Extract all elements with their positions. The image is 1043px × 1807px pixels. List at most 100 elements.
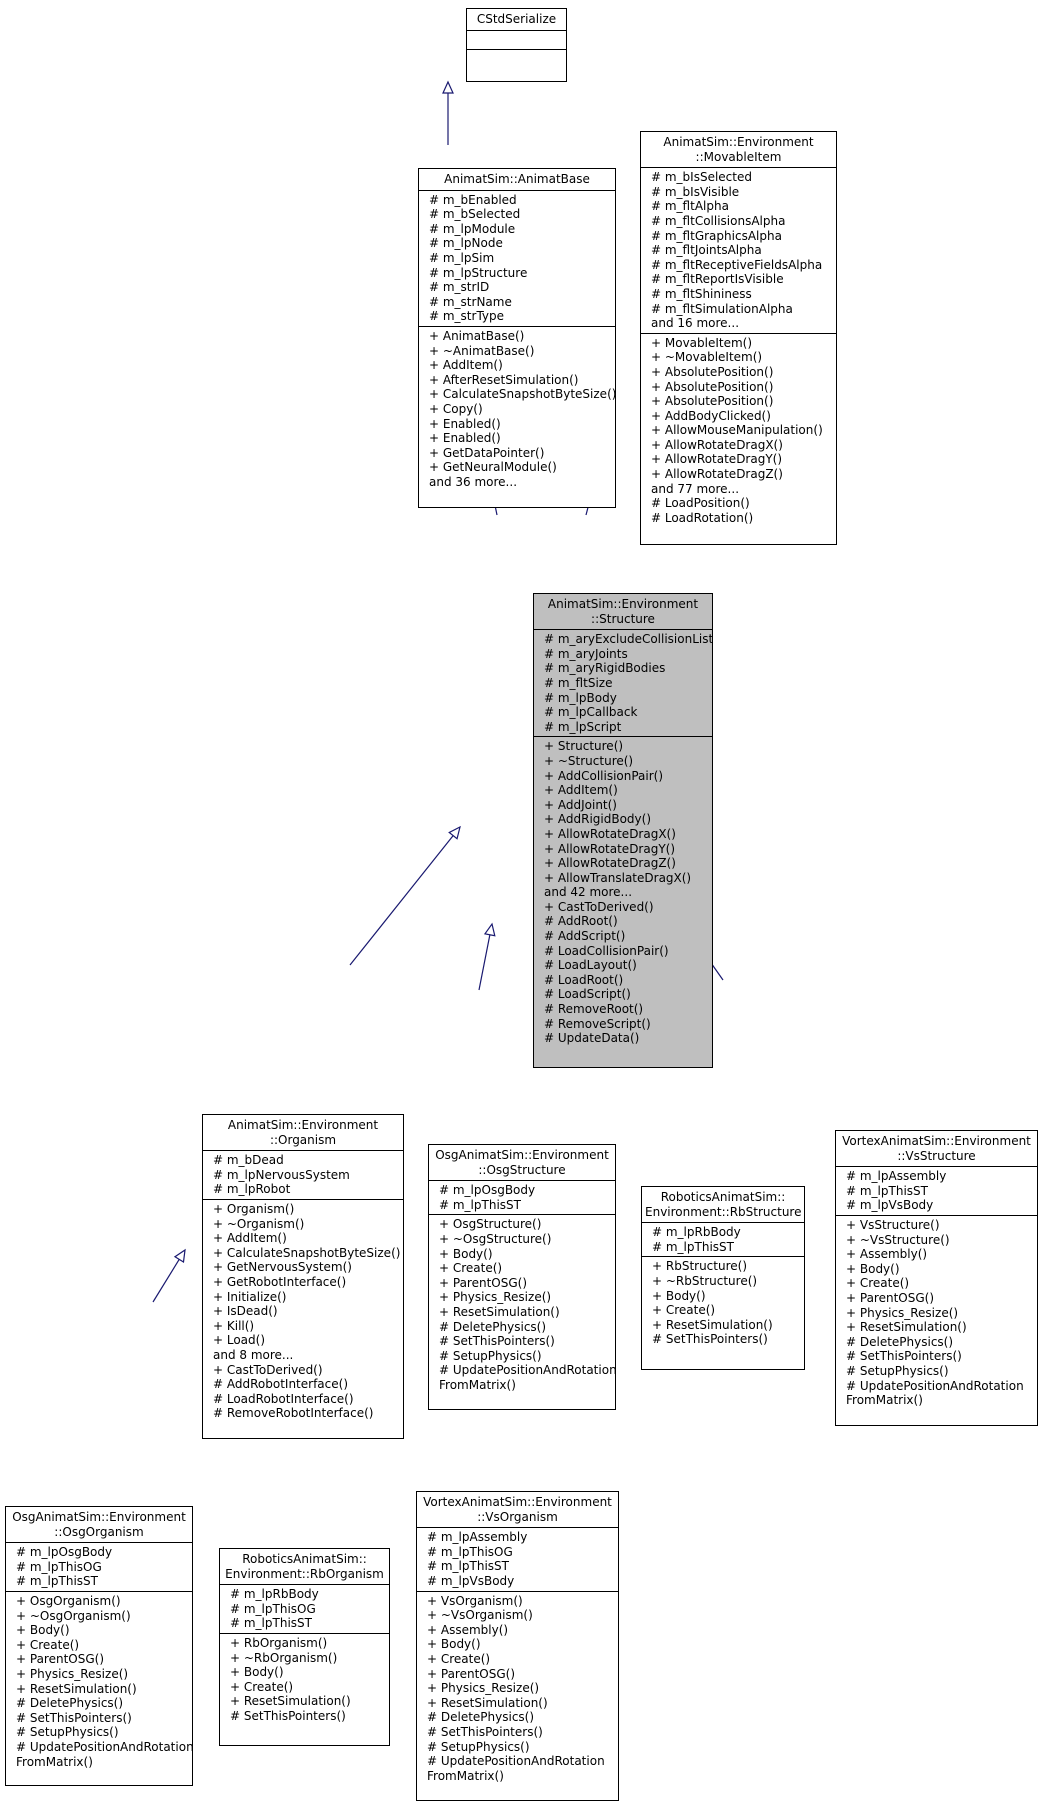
class-title: AnimatSim::Environment ::Structure — [534, 594, 712, 631]
member-attribute: # m_lpNode — [429, 236, 503, 251]
class-box-vsorganism[interactable]: VortexAnimatSim::Environment ::VsOrganis… — [416, 1491, 619, 1801]
member-method: and 36 more... — [429, 474, 518, 489]
member-method: + Assembly() — [427, 1622, 509, 1637]
class-title: RoboticsAnimatSim:: Environment::RbStruc… — [642, 1187, 804, 1224]
member-attribute: # m_fltReportIsVisible — [651, 272, 784, 287]
member-method: + AllowRotateDragX() — [651, 437, 783, 452]
member-method: + ~VsOrganism() — [427, 1608, 533, 1623]
member-method: + AllowRotateDragZ() — [651, 467, 783, 482]
member-attribute: # m_lpVsBody — [846, 1198, 934, 1213]
methods-section: + Structure()+ ~Structure()+ AddCollisio… — [534, 737, 712, 1047]
class-box-osgstructure[interactable]: OsgAnimatSim::Environment ::OsgStructure… — [428, 1144, 617, 1410]
member-method: + Create() — [16, 1637, 80, 1652]
class-box-rbstructure[interactable]: RoboticsAnimatSim:: Environment::RbStruc… — [641, 1186, 805, 1370]
member-method: + MovableItem() — [651, 335, 753, 350]
member-method: # SetThisPointers() — [230, 1708, 346, 1723]
member-method: + Assembly() — [846, 1247, 928, 1262]
member-method: + Initialize() — [213, 1289, 287, 1304]
member-method: and 8 more... — [213, 1347, 294, 1362]
member-method: + AddRigidBody() — [544, 812, 651, 827]
inheritance-line — [152, 1259, 180, 1303]
class-box-animatbase[interactable]: AnimatSim::AnimatBase# m_bEnabled# m_bSe… — [418, 168, 616, 508]
member-method: + Physics_Resize() — [846, 1305, 959, 1320]
member-method: + RbOrganism() — [230, 1635, 328, 1650]
member-method: + ~MovableItem() — [651, 350, 763, 365]
member-attribute: # m_lpCallback — [544, 705, 638, 720]
methods-section: + OsgStructure()+ ~OsgStructure()+ Body(… — [429, 1215, 617, 1394]
member-method: + CastToDerived() — [213, 1362, 323, 1377]
methods-section: + MovableItem()+ ~MovableItem() + Absolut… — [641, 334, 836, 528]
class-title: OsgAnimatSim::Environment ::OsgStructure — [429, 1145, 615, 1182]
member-attribute: # m_strName — [429, 294, 512, 309]
attributes-section: # m_lpRbBody# m_lpThisOG# m_lpThisST — [220, 1585, 389, 1634]
member-attribute: # m_lpOsgBody — [16, 1545, 113, 1560]
member-method: + ParentOSG() — [427, 1666, 516, 1681]
member-attribute: # m_lpThisOG — [16, 1559, 102, 1574]
member-method: # UpdatePositionAndRotation — [439, 1363, 617, 1378]
attributes-section: # m_bEnabled# m_bSelected# m_lpModule# m… — [419, 191, 615, 327]
member-method: and 42 more... — [544, 885, 633, 900]
member-attribute: # m_fltSimulationAlpha — [651, 301, 793, 316]
member-method: # RemoveRoot() — [544, 1002, 644, 1017]
member-method: + AddCollisionPair() — [544, 768, 664, 783]
class-box-organism[interactable]: AnimatSim::Environment ::Organism# m_bDe… — [202, 1114, 404, 1439]
attributes-section: # m_aryExcludeCollisionList# m_aryJoints… — [534, 630, 713, 738]
class-title: AnimatSim::AnimatBase — [419, 169, 615, 191]
member-method: + AbsolutePosition() — [651, 394, 774, 409]
member-method: # LoadCollisionPair() — [544, 943, 669, 958]
member-attribute: # m_lpAssembly — [427, 1530, 528, 1545]
member-attribute: # m_lpThisST — [439, 1197, 521, 1212]
class-box-movableitem[interactable]: AnimatSim::Environment ::MovableItem# m_… — [640, 131, 837, 545]
member-method: and 77 more... — [651, 481, 740, 496]
member-attribute: # m_lpModule — [429, 221, 516, 236]
member-method: + Enabled() — [429, 431, 501, 446]
member-method: FromMatrix() — [846, 1393, 923, 1408]
member-method: + ~VsStructure() — [846, 1232, 950, 1247]
inheritance-line — [349, 835, 454, 966]
class-title: RoboticsAnimatSim:: Environment::RbOrgan… — [220, 1549, 389, 1586]
inheritance-arrowhead — [483, 922, 496, 937]
member-method: # LoadRoot() — [544, 972, 624, 987]
member-method: + CastToDerived() — [544, 899, 654, 914]
member-method: # AddRoot() — [544, 914, 618, 929]
class-title: VortexAnimatSim::Environment ::VsStructu… — [836, 1131, 1037, 1168]
member-method: + Physics_Resize() — [439, 1290, 552, 1305]
member-method: + Organism() — [213, 1201, 295, 1216]
class-box-cstdserialize[interactable]: CStdSerialize — [466, 8, 567, 82]
member-method: + ResetSimulation() — [16, 1681, 137, 1696]
member-attribute: # m_aryRigidBodies — [544, 661, 666, 676]
class-box-rborganism[interactable]: RoboticsAnimatSim:: Environment::RbOrgan… — [219, 1548, 390, 1746]
member-attribute: # m_bIsSelected — [651, 170, 752, 185]
member-attribute: # m_lpThisOG — [427, 1544, 513, 1559]
member-attribute: # m_lpScript — [544, 719, 622, 734]
member-attribute: # m_fltGraphicsAlpha — [651, 228, 782, 243]
member-method: # UpdatePositionAndRotation — [16, 1739, 194, 1754]
member-method: + AnimatBase() — [429, 328, 525, 343]
class-box-vsstructure[interactable]: VortexAnimatSim::Environment ::VsStructu… — [835, 1130, 1038, 1426]
member-method: + VsStructure() — [846, 1217, 940, 1232]
member-method: # RemoveScript() — [544, 1016, 651, 1031]
methods-section: + Organism()+ ~Organism()+ AddItem()+ Ca… — [203, 1200, 403, 1423]
member-method: # LoadRobotInterface() — [213, 1391, 354, 1406]
member-method: + ResetSimulation() — [427, 1695, 548, 1710]
class-box-osgorganism[interactable]: OsgAnimatSim::Environment ::OsgOrganism#… — [5, 1506, 194, 1786]
member-attribute: # m_lpStructure — [429, 265, 528, 280]
member-method: + AllowMouseManipulation() — [651, 423, 823, 438]
member-method: + ~OsgOrganism() — [16, 1608, 131, 1623]
member-attribute: # m_bDead — [213, 1153, 284, 1168]
member-method: # SetupPhysics() — [846, 1363, 949, 1378]
member-method: + Physics_Resize() — [16, 1666, 129, 1681]
member-method: # SetThisPointers() — [846, 1349, 962, 1364]
member-method: FromMatrix() — [16, 1754, 93, 1769]
class-title: CStdSerialize — [467, 9, 566, 31]
member-method: # DeletePhysics() — [16, 1696, 124, 1711]
member-method: + VsOrganism() — [427, 1593, 523, 1608]
member-method: + Body() — [846, 1261, 900, 1276]
member-method: # DeletePhysics() — [439, 1319, 547, 1334]
class-box-structure[interactable]: AnimatSim::Environment ::Structure# m_ar… — [533, 593, 713, 1068]
member-method: + OsgStructure() — [439, 1217, 542, 1232]
member-method: + GetNervousSystem() — [213, 1260, 352, 1275]
member-attribute: # m_aryJoints — [544, 646, 628, 661]
member-method: # AddRobotInterface() — [213, 1377, 348, 1392]
member-method: + AfterResetSimulation() — [429, 372, 579, 387]
